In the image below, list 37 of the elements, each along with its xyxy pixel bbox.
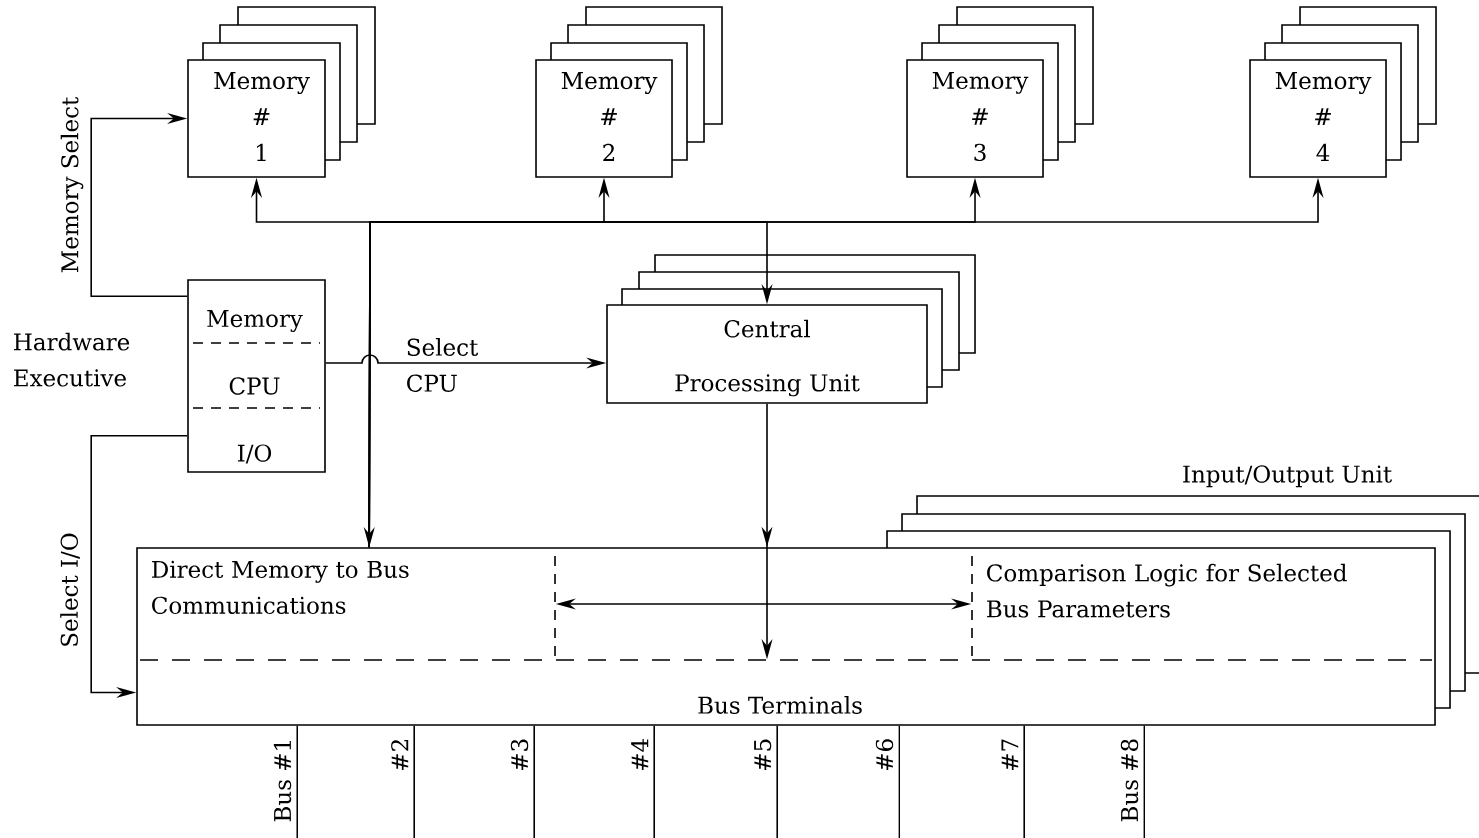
bus-line bbox=[413, 725, 415, 838]
bus-line bbox=[898, 725, 900, 838]
stacked-box: Memory # 4 bbox=[1249, 6, 1437, 178]
node-label: Processing Unit bbox=[675, 374, 860, 397]
edge-label: #6 bbox=[875, 739, 894, 770]
edge-label: Bus #1 bbox=[273, 741, 292, 822]
partitioned-box: Memory CPU I/O bbox=[187, 279, 326, 473]
arrow bbox=[368, 221, 773, 548]
edge-label: Memory Select bbox=[60, 96, 84, 273]
bus-line bbox=[776, 725, 778, 838]
panel-section: Direct Memory to Bus Communications bbox=[152, 555, 556, 661]
edge-label: #7 bbox=[1001, 739, 1019, 770]
edge-label: Select CPU bbox=[407, 338, 479, 392]
panel-section: Comparison Logic for Selected Bus Parameters bbox=[971, 555, 1347, 661]
edge-label: #2 bbox=[391, 740, 409, 770]
edge-label: Bus #8 bbox=[1120, 739, 1139, 822]
node-label: 4 bbox=[1316, 143, 1330, 161]
stacked-box: Memory # 2 bbox=[535, 6, 723, 178]
arrow bbox=[90, 112, 188, 297]
panel-section: Bus Terminals bbox=[139, 659, 1433, 714]
side-label: Hardware Executive bbox=[14, 332, 130, 387]
bus-line bbox=[296, 725, 298, 838]
bus-line bbox=[1023, 725, 1025, 838]
stacked-box: Central Processing Unit bbox=[606, 254, 976, 404]
node-label: Input/Output Unit bbox=[1183, 465, 1392, 488]
edge-label: #4 bbox=[631, 738, 649, 770]
bus-line bbox=[653, 725, 655, 838]
edge-label: Select I/O bbox=[60, 533, 80, 646]
bus-line bbox=[1143, 725, 1145, 838]
stacked-box: Memory # 1 bbox=[187, 6, 376, 178]
edge-label: #5 bbox=[754, 739, 772, 770]
node-label: 1 bbox=[257, 143, 266, 161]
bus-line bbox=[533, 725, 535, 838]
node-label: 3 bbox=[974, 143, 986, 162]
stacked-box: Memory # 3 bbox=[906, 6, 1094, 178]
node-label: 2 bbox=[603, 143, 615, 161]
edge-label: #3 bbox=[510, 739, 529, 770]
